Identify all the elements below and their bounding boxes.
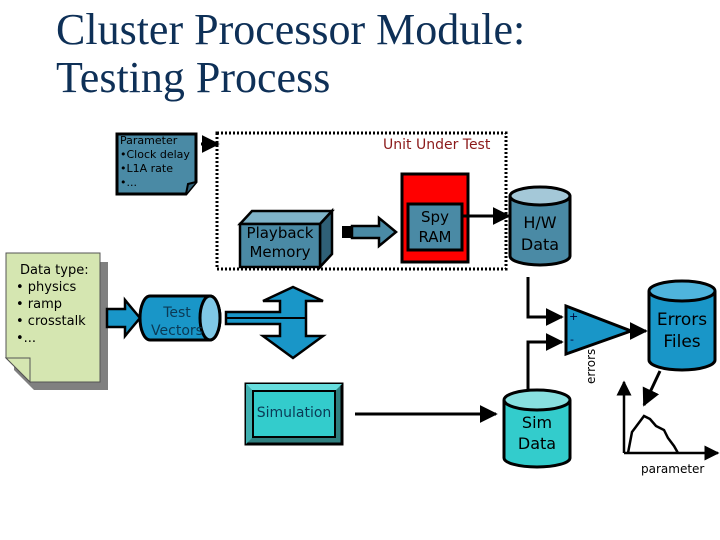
parameter-heading: Parameter	[120, 134, 178, 147]
playback-to-spyram-arrow	[342, 215, 398, 249]
comparator-triangle	[564, 303, 636, 357]
title-line-1: Cluster Processor Module:	[56, 5, 526, 54]
parameter-note	[115, 132, 198, 196]
simulation-box	[244, 382, 344, 446]
test-vectors-label: Test Vectors	[144, 304, 210, 340]
hwdata-to-comparator-line	[526, 277, 564, 326]
errors-to-plot-arrow	[642, 370, 662, 407]
errors-files-line2: Files	[663, 332, 701, 352]
parameter-item: •L1A rate	[120, 162, 173, 175]
playback-memory-line2: Memory	[249, 243, 311, 261]
sim-data-line1: Sim	[521, 413, 553, 432]
spy-ram-box	[406, 202, 464, 252]
data-type-item: • crosstalk	[16, 314, 86, 329]
mini-plot-ylabel: errors	[584, 348, 598, 384]
mini-plot-xlabel: parameter	[641, 462, 705, 476]
data-type-item: • physics	[16, 280, 77, 295]
test-vectors-line1: Test	[163, 305, 191, 321]
spy-ram-line2: RAM	[418, 228, 452, 246]
data-type-note	[4, 252, 108, 390]
playback-memory-line1: Playback	[246, 224, 314, 242]
comparator-plus-sign: +	[569, 310, 579, 323]
hw-data-label: H/W Data	[510, 212, 570, 256]
parameter-item: •Clock delay	[120, 148, 190, 161]
playback-memory-box	[237, 207, 335, 271]
playback-memory-label: Playback Memory	[240, 224, 320, 262]
data-type-heading: Data type:	[20, 263, 89, 278]
test-vectors-cylinder	[138, 294, 222, 342]
datatype-to-testvectors-arrow	[105, 296, 142, 340]
sim-data-label: Sim Data	[504, 412, 570, 454]
spy-ram-line1: Spy	[421, 208, 449, 226]
parameter-note-text: Parameter •Clock delay •L1A rate •...	[120, 134, 190, 190]
simulation-label: Simulation	[256, 405, 332, 421]
simdata-to-comparator-line	[526, 333, 564, 390]
unit-under-test-box	[215, 131, 508, 271]
unit-under-test-label: Unit Under Test	[383, 137, 491, 153]
hw-data-line2: Data	[520, 235, 560, 254]
test-vectors-line2: Vectors	[151, 323, 203, 339]
errors-files-line1: Errors	[656, 310, 708, 330]
hw-data-cylinder	[508, 185, 572, 267]
mini-plot	[616, 380, 720, 461]
page-title: Cluster Processor Module: Testing Proces…	[56, 6, 525, 102]
bidirectional-arrow	[224, 285, 327, 360]
data-type-item: •...	[16, 331, 37, 346]
sim-data-line2: Data	[517, 434, 557, 453]
sim-data-cylinder	[502, 388, 572, 469]
spy-ram-label: Spy RAM	[408, 207, 462, 247]
comparator-minus-sign: -	[570, 333, 574, 346]
parameter-item: •...	[120, 176, 137, 189]
data-type-item: • ramp	[16, 297, 63, 312]
title-line-2: Testing Process	[56, 53, 331, 102]
data-type-note-text: Data type: • physics • ramp • crosstalk …	[16, 262, 89, 347]
errors-files-cylinder	[647, 279, 717, 372]
mini-plot-curve	[626, 414, 680, 454]
errors-files-label: Errors Files	[649, 309, 715, 353]
hw-data-line1: H/W	[523, 213, 557, 232]
